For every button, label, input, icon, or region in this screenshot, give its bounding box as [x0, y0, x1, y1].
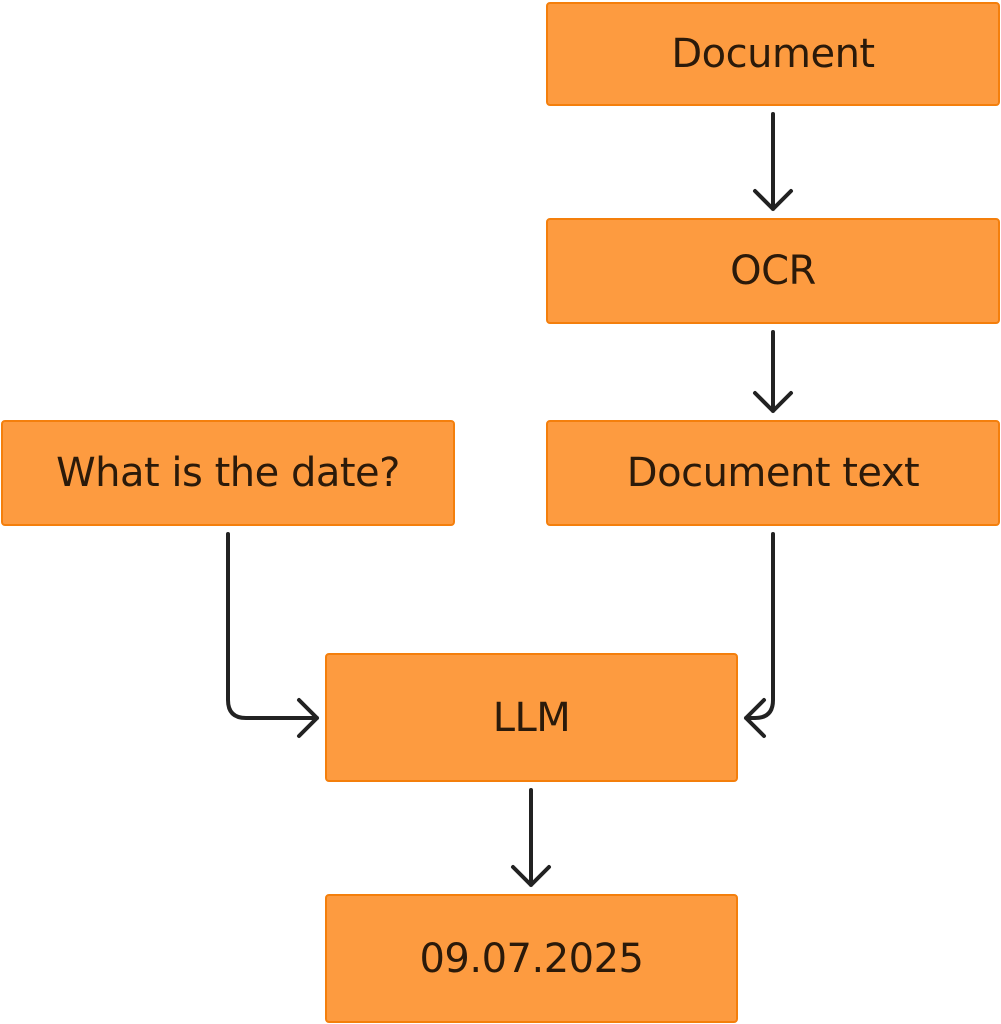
- arrow-document-to-ocr: [753, 112, 793, 211]
- question-node: What is the date?: [1, 420, 455, 526]
- document-label: Document: [671, 31, 875, 77]
- arrow-ocr-to-document-text: [753, 330, 793, 413]
- answer-node: 09.07.2025: [325, 894, 738, 1023]
- ocr-node: OCR: [546, 218, 1000, 324]
- llm-node: LLM: [325, 653, 738, 782]
- document-text-label: Document text: [626, 450, 920, 496]
- arrow-document-text-to-llm: [744, 532, 775, 738]
- arrow-question-to-llm: [226, 532, 319, 738]
- answer-label: 09.07.2025: [419, 935, 644, 982]
- question-label: What is the date?: [56, 450, 400, 496]
- document-text-node: Document text: [546, 420, 1000, 526]
- arrow-llm-to-answer: [511, 788, 551, 887]
- ocr-label: OCR: [730, 248, 816, 294]
- llm-label: LLM: [492, 694, 571, 741]
- document-node: Document: [546, 2, 1000, 106]
